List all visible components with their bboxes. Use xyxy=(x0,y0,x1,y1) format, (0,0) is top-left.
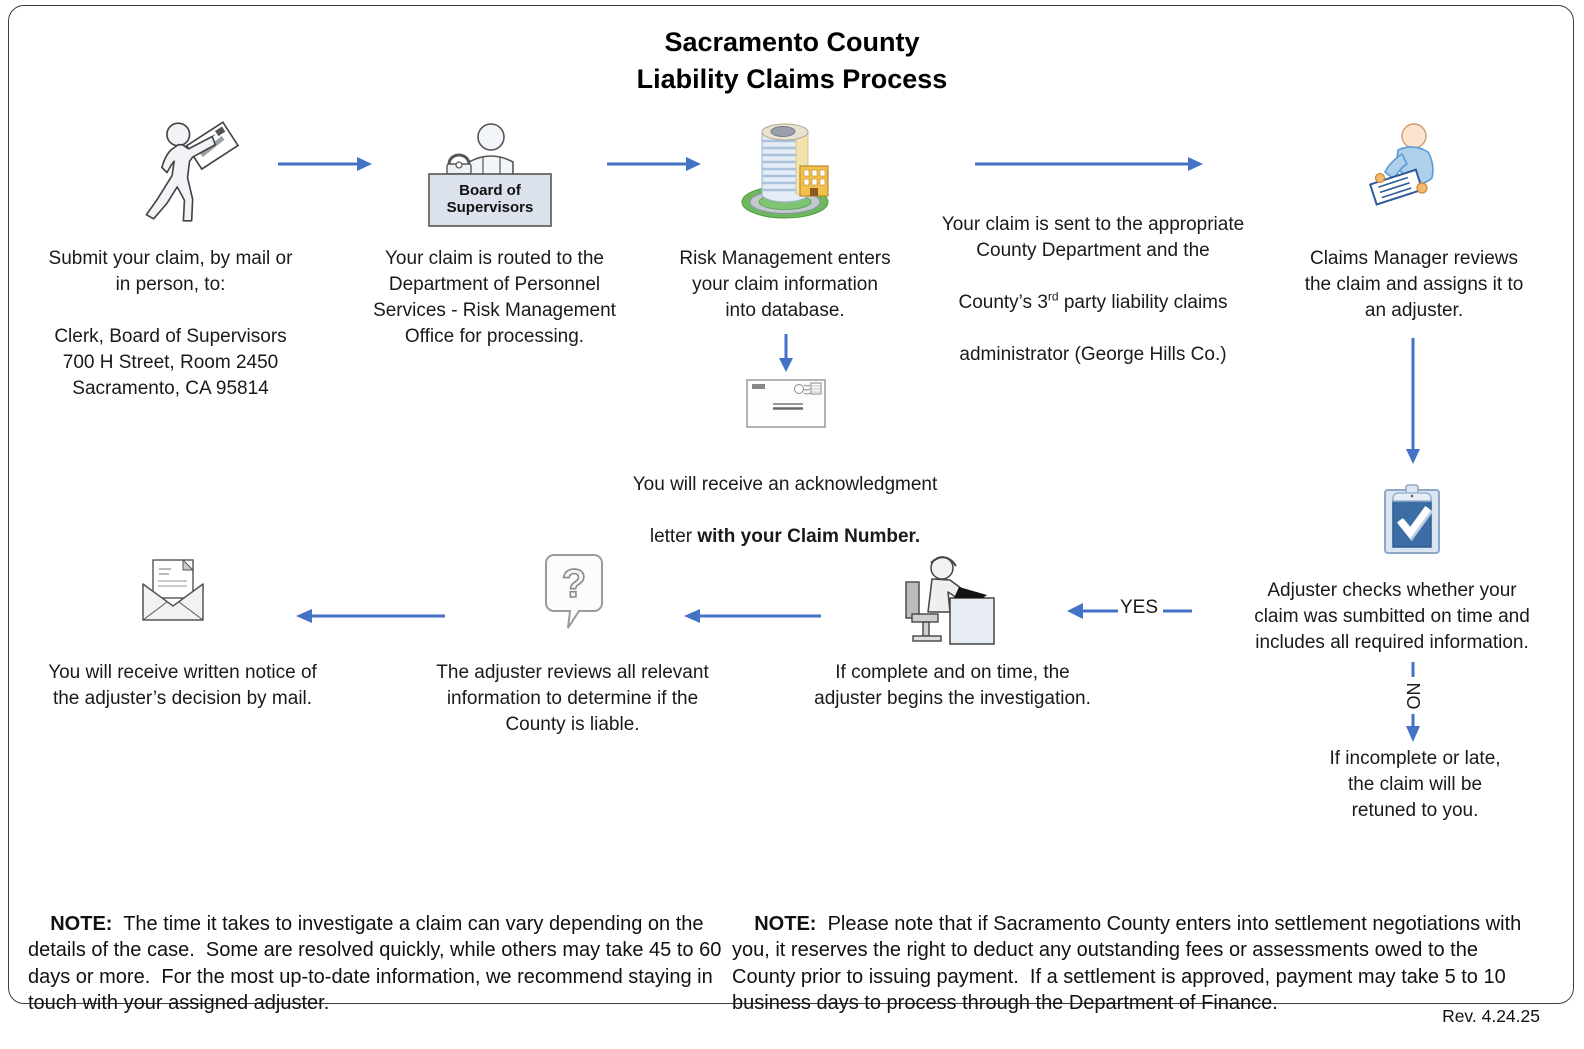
incomplete-text: If incomplete or late, the claim will be… xyxy=(1329,748,1501,821)
adjuster-checks-text: Adjuster checks whether your claim was s… xyxy=(1254,580,1530,653)
submit-claim-text: Submit your claim, by mail or in person,… xyxy=(48,248,293,399)
note-left: NOTE: The time it takes to investigate a… xyxy=(28,912,727,1015)
revision-label: Rev. 4.24.25 xyxy=(1442,1006,1540,1026)
right-arrow xyxy=(607,155,702,173)
no-arrow: NO xyxy=(1399,662,1427,746)
question-bubble-icon: ? xyxy=(543,552,605,636)
adjuster-computer-icon xyxy=(898,552,998,648)
written-notice-text: You will receive written notice of the a… xyxy=(48,662,317,709)
clipboard-check-icon xyxy=(1383,483,1441,555)
page-title: Sacramento County Liability Claims Proce… xyxy=(636,27,948,94)
claims-manager-icon xyxy=(1352,120,1452,214)
note-right: NOTE: Please note that if Sacramento Cou… xyxy=(732,912,1527,1015)
claimant-walking-icon xyxy=(133,118,241,226)
adjuster-reviews-text: The adjuster reviews all relevant inform… xyxy=(436,662,709,735)
risk-management-text: Risk Management enters your claim inform… xyxy=(679,248,891,321)
down-arrow xyxy=(1404,338,1422,466)
down-arrow xyxy=(777,334,795,374)
claims-manager-text: Claims Manager reviews the claim and ass… xyxy=(1304,248,1524,321)
left-arrow xyxy=(683,607,821,625)
page-border xyxy=(8,5,1574,1004)
left-arrow xyxy=(295,607,445,625)
no-label: NO xyxy=(1403,682,1424,710)
acknowledgment-text: You will receive an acknowledgment lette… xyxy=(632,474,938,547)
decision-envelope-icon xyxy=(137,556,209,624)
yes-arrow: YES xyxy=(1066,596,1192,626)
investigation-text: If complete and on time, the adjuster be… xyxy=(814,662,1091,709)
sent-line-superscript: County’s 3rd party liability claims xyxy=(958,289,1228,313)
acknowledgment-envelope-icon xyxy=(746,379,826,429)
sent-to-department-text: Your claim is sent to the appropriate Co… xyxy=(908,186,1278,394)
right-arrow xyxy=(975,155,1205,173)
yes-label: YES xyxy=(1119,597,1159,618)
right-arrow xyxy=(278,155,373,173)
sent-line-last: administrator (George Hills Co.) xyxy=(959,344,1227,365)
question-mark-glyph: ? xyxy=(562,562,586,606)
office-building-icon xyxy=(740,118,835,223)
desk-label: Board of Supervisors xyxy=(446,182,534,216)
board-of-supervisors-icon: Board of Supervisors xyxy=(425,122,555,228)
routed-text: Your claim is routed to the Department o… xyxy=(373,248,616,347)
sent-lines-top: Your claim is sent to the appropriate Co… xyxy=(941,214,1245,261)
